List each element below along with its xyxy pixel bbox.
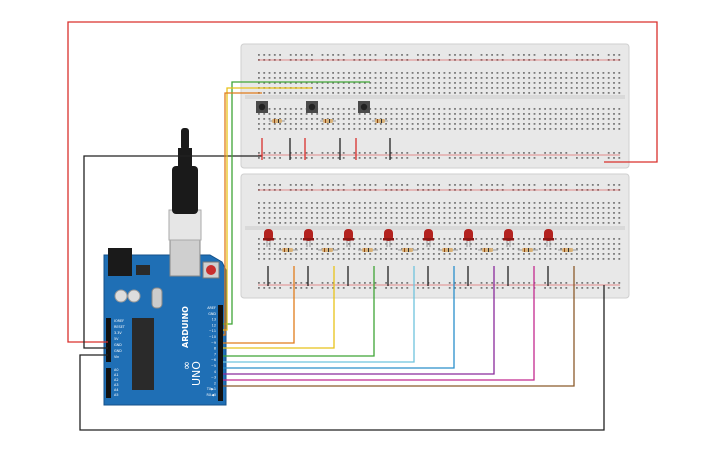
power-header [106,318,111,362]
wire-lightblue-led4[interactable] [223,266,415,363]
breadboard-bottom-holes [258,184,621,289]
pin-label: ~11 [209,329,216,333]
led[interactable] [263,229,274,247]
wire-purple-led6[interactable] [223,266,495,375]
wire-red-power[interactable] [67,21,658,343]
leds [263,229,578,286]
pushbutton[interactable] [306,101,318,113]
resistor[interactable] [398,248,418,252]
pin-label: 13 [212,318,216,322]
digital-header [218,305,223,401]
resistor[interactable] [358,248,378,252]
wire-black-ground-top[interactable] [83,155,262,349]
led[interactable] [303,229,314,247]
pin-label: ~5 [211,364,216,368]
pin-label: A4 [114,388,118,392]
pin-label: 12 [212,323,216,327]
pin-label: 2 [214,381,216,385]
led[interactable] [463,229,474,247]
wire-black-ground-bottom[interactable] [79,285,605,431]
pin-label: A1 [114,373,118,377]
breadboard-bottom[interactable] [240,173,630,299]
resistor[interactable] [372,119,388,123]
resistor[interactable] [318,248,338,252]
power-jack [108,248,132,276]
pin-label: TX▶1 [206,387,216,391]
resistor[interactable] [438,248,458,252]
pin-label: GND [114,343,122,347]
pin-label: 8 [214,347,216,351]
arduino-logo-icon: ∞ [180,361,193,370]
wire-yellow-led2[interactable] [223,266,335,349]
pin-label: 7 [214,352,216,356]
pin-label: RX◀0 [207,393,216,397]
atmega-chip [132,318,154,390]
arduino-brand-label: ARDUINO [181,306,190,348]
resistor[interactable] [269,119,285,123]
led[interactable] [383,229,394,247]
pin-label: A5 [114,393,118,397]
wire-green-led3[interactable] [223,266,375,357]
wire-orange-pin11[interactable] [223,92,262,336]
wire-orange-led1[interactable] [223,266,295,344]
pin-label: GND [208,312,216,316]
wire-magenta-led7[interactable] [223,266,535,381]
resistor[interactable] [478,248,498,252]
led[interactable] [543,229,554,247]
pin-label: RESET [114,325,126,329]
pin-label: AREF [207,306,216,310]
pin-label: IOREF [114,319,124,323]
analog-header [106,368,111,398]
pin-label: GND [114,349,122,353]
pin-label: ~3 [211,376,216,380]
pin-label: ~6 [211,358,216,362]
pin-label: ~9 [211,341,216,345]
pin-label: ~10 [209,335,216,339]
pin-label: 5V [114,337,119,341]
wires [67,21,658,431]
led[interactable] [343,229,354,247]
wire-blue-led5[interactable] [223,266,455,369]
resistor[interactable] [518,248,538,252]
breadboard-top[interactable] [240,43,630,169]
usb-cable [168,128,202,241]
pin-label: 4 [214,370,216,374]
power-pin-labels: IOREF RESET 3.3V 5V GND GND Vin [114,319,126,359]
top-breadboard-components [261,119,391,160]
pin-label: Vin [114,355,119,359]
pin-label: A3 [114,383,118,387]
resistor[interactable] [278,248,298,252]
resistor[interactable] [320,119,336,123]
pin-label: A0 [114,368,118,372]
pushbutton[interactable] [256,101,268,113]
arduino-model-label: UNO [190,361,203,386]
usb-port [169,237,201,277]
led[interactable] [423,229,434,247]
pin-label: 3.3V [114,331,122,335]
wire-brown-led8[interactable] [223,266,575,387]
led[interactable] [503,229,514,247]
resistor[interactable] [558,248,578,252]
pushbuttons [256,101,370,113]
pushbutton[interactable] [358,101,370,113]
pin-label: A2 [114,378,118,382]
